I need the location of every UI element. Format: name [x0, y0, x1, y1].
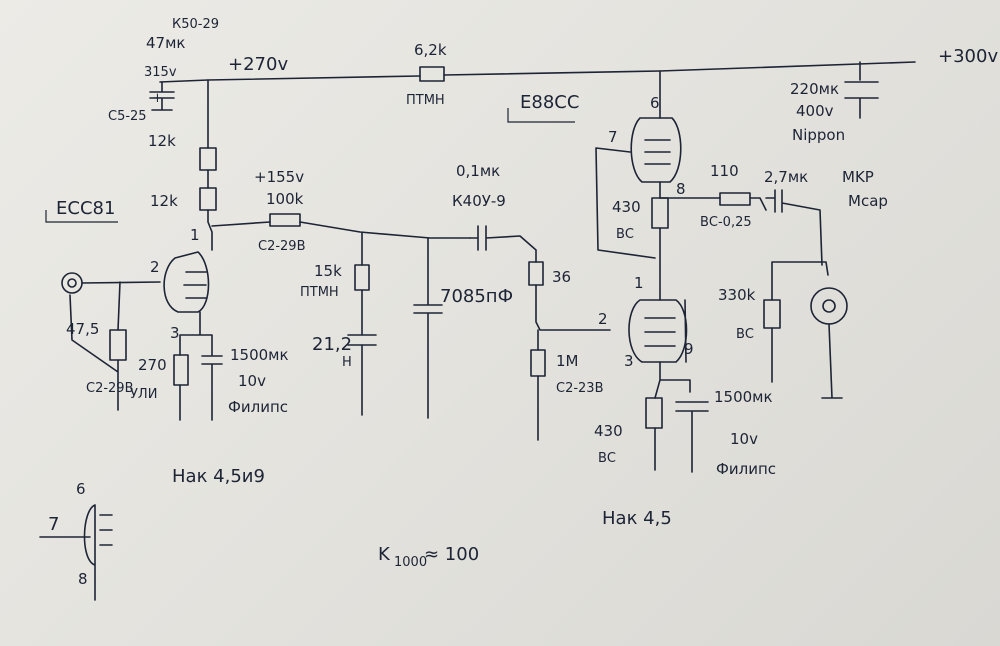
label-res-47-5: 47,5: [66, 320, 99, 338]
resistor-330k: [763, 299, 781, 329]
legend-pin-7: 7: [48, 514, 59, 535]
label-res-15k-type: ПТМН: [300, 285, 339, 300]
label-cap-01: 0,1мк: [456, 162, 500, 180]
label-res-270-type: УЛИ: [130, 387, 157, 402]
label-cap-27-brand2: Mcap: [848, 192, 888, 210]
resistor-100k: [269, 213, 301, 227]
label-rail-300: +300v: [938, 46, 998, 67]
label-res-430-bot: 430: [594, 422, 623, 440]
label-cap-220-brand: Nippon: [792, 126, 845, 144]
label-res-15k: 15k: [314, 262, 342, 280]
label-res-430-bot-type: ВС: [598, 451, 616, 466]
label-res-1m-type: С2-23В: [556, 381, 604, 396]
label-cap-1500-left-brand: Филипс: [228, 398, 288, 416]
label-res-110-type: ВС-0,25: [700, 215, 752, 230]
label-pin-1-left: 1: [190, 226, 200, 244]
label-res-330k: 330k: [718, 286, 756, 304]
resistor-6k2: [419, 66, 445, 82]
resistor-36: [528, 261, 544, 286]
label-res-430-top: 430: [612, 198, 641, 216]
resistor-47-5: [109, 329, 127, 361]
label-gain-value: ≈ 100: [424, 544, 479, 565]
label-res-100k: 100k: [266, 190, 304, 208]
label-pin-9: 9: [684, 340, 694, 358]
label-tube-ecc81: ECC81: [56, 198, 115, 219]
label-res-12k-b: 12k: [150, 192, 178, 210]
label-cap-main-type: К50-29: [172, 17, 219, 32]
label-cap-212-unit: Н: [342, 355, 352, 370]
label-pin-7: 7: [608, 128, 618, 146]
label-cap-01-type: К40У-9: [452, 192, 506, 210]
tube-ecc81: [163, 251, 210, 313]
label-pin-8: 8: [676, 180, 686, 198]
label-pin-2-left: 2: [150, 258, 160, 276]
label-cap-7085: 7085пФ: [440, 286, 513, 307]
left-stage-wiring: [61, 79, 611, 441]
input-jack: [61, 272, 83, 294]
resistor-270: [173, 354, 189, 386]
label-cap-1500-left-v: 10v: [238, 372, 266, 390]
label-heater-right: Нак 4,5: [602, 508, 672, 529]
label-pin-2-right: 2: [598, 310, 608, 328]
resistor-12k-a: [199, 147, 217, 171]
label-res-100k-type: С2-29В: [258, 239, 306, 254]
label-cap-1500-right-v: 10v: [730, 430, 758, 448]
label-pin-3-left: 3: [170, 324, 180, 342]
label-v155: +155v: [254, 168, 304, 186]
label-cap-220-voltage: 400v: [796, 102, 834, 120]
tube-e88cc-lower: [628, 299, 688, 363]
legend-pin-6: 6: [76, 480, 86, 498]
label-res-47-5-type: С2-29В: [86, 381, 134, 396]
tube-e88cc-upper: [630, 117, 682, 183]
label-res-36: 36: [552, 268, 571, 286]
label-res-62k: 6,2k: [414, 41, 447, 59]
label-res-110: 110: [710, 162, 739, 180]
label-tube-e88cc: E88CC: [520, 92, 579, 113]
label-gain: K: [378, 544, 391, 565]
label-rail-270: +270v: [228, 54, 288, 75]
label-res-62k-type: ПТМН: [406, 93, 445, 108]
label-res-430-top-type: ВС: [616, 227, 634, 242]
resistor-110: [719, 192, 751, 206]
label-cap-main-value: 47мк: [146, 34, 185, 52]
label-heater-left: Нак 4,5и9: [172, 466, 265, 487]
resistor-1m: [530, 349, 546, 377]
resistor-15k: [354, 264, 370, 291]
label-res-1m: 1M: [556, 352, 579, 370]
label-pin-6: 6: [650, 94, 660, 112]
cap-47uf: +: [149, 81, 175, 111]
label-cap-27-brand: MKP: [842, 168, 874, 186]
resistor-430-top: [651, 197, 669, 229]
label-pin-3-right: 3: [624, 352, 634, 370]
label-gain-sub: 1000: [394, 555, 427, 570]
resistor-430-bot: [645, 397, 663, 429]
label-cap-220: 220мк: [790, 80, 839, 98]
label-cap-1500-left: 1500мк: [230, 346, 289, 364]
label-res-270: 270: [138, 356, 167, 374]
label-cap-27: 2,7мк: [764, 168, 808, 186]
resistor-12k-b: [199, 187, 217, 211]
labels: К50-29 47мк 315v С5-25 +270v +300v 6,2k …: [45, 17, 998, 588]
right-stage-wiring: [595, 61, 879, 473]
label-res-330k-type: ВС: [736, 327, 754, 342]
legend-pin-8: 8: [78, 570, 88, 588]
svg-text:+: +: [152, 91, 163, 106]
output-jack: [810, 287, 848, 325]
label-cap-1500-right: 1500мк: [714, 388, 773, 406]
label-cap-type: С5-25: [108, 109, 147, 124]
label-cap-1500-right-brand: Филипс: [716, 460, 776, 478]
label-res-12k-a: 12k: [148, 132, 176, 150]
label-pin-1-right: 1: [634, 274, 644, 292]
pinout-legend: [39, 504, 113, 601]
label-cap-main-voltage: 315v: [144, 65, 177, 80]
label-cap-212: 21,2: [312, 334, 352, 355]
